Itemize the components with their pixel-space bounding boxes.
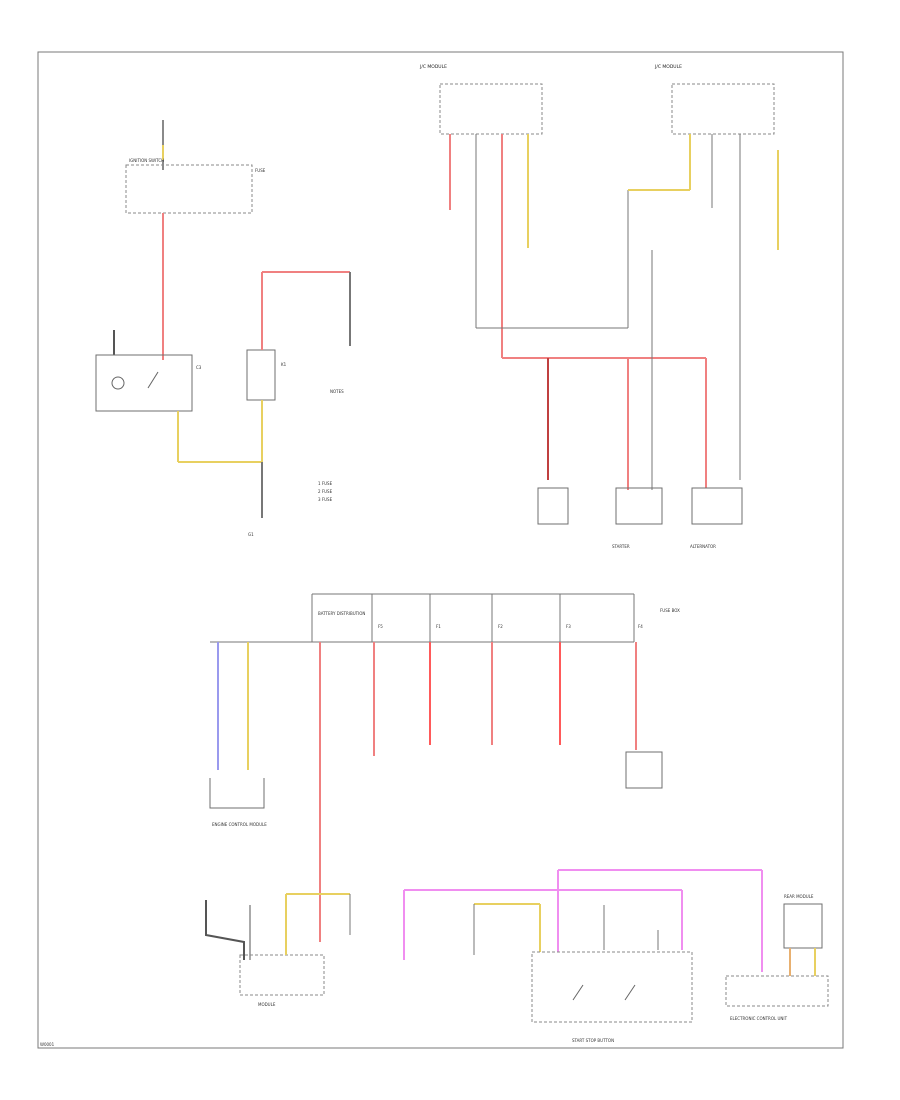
label-jcm-1: J/C MODULE (419, 64, 447, 70)
battery-distribution: BATTERY DISTRIBUTION FUSE BOX F1 F2 F3 F… (209, 593, 680, 942)
label-fuse-f2: F2 (498, 624, 503, 629)
label-start-stop-button: START STOP BUTTON (572, 1038, 614, 1043)
engine-control-module-box (209, 778, 265, 809)
label-engine-control-module: ENGINE CONTROL MODULE (212, 822, 267, 827)
wire-dark (205, 900, 245, 960)
label-ignition-switch: IGNITION SWITCH (129, 158, 164, 163)
label-fuse-box: FUSE BOX (660, 608, 680, 613)
label-fuse-ignition: FUSE (255, 168, 266, 173)
label-fuse-f3: F3 (566, 624, 571, 629)
switch-symbol (147, 371, 159, 389)
switch-symbol (624, 984, 636, 1001)
lower-module-box (239, 954, 325, 996)
rear-module-box (783, 903, 823, 949)
label-note-2: 2 FUSE (318, 489, 333, 494)
lamp-symbol (111, 376, 125, 390)
label-connector-c3: C3 (196, 365, 202, 370)
label-lower-module: MODULE (258, 1002, 276, 1007)
alternator-box (691, 487, 743, 525)
label-ground-g1: G1 (248, 532, 254, 537)
label-fuse-f4: F4 (638, 624, 643, 629)
label-starter: STARTER (612, 544, 630, 549)
label-electronic-control-unit: ELECTRONIC CONTROL UNIT (730, 1016, 788, 1021)
label-notes-title: NOTES (330, 389, 344, 394)
label-bottom-code: W0001 (40, 1042, 55, 1047)
label-rear-module: REAR MODULE (784, 894, 814, 899)
jcm-2-box (671, 83, 775, 135)
label-jcm-2: J/C MODULE (654, 64, 682, 70)
label-alternator: ALTERNATOR (690, 544, 716, 549)
relay-k1 (246, 349, 276, 401)
module-box-b (625, 751, 663, 789)
switch-symbol (572, 984, 584, 1001)
fuse-box-ignition (125, 164, 253, 214)
label-battery-box: BATTERY DISTRIBUTION (318, 611, 365, 616)
label-relay-k1: K1 (281, 362, 287, 367)
label-note-1: 1 FUSE (318, 481, 333, 486)
start-stop-button-box[interactable] (531, 951, 693, 1023)
electronic-control-unit-box (725, 975, 829, 1007)
top-left-circuit: IGNITION SWITCH FUSE C3 K1 G1 NOTES 1 FU… (95, 120, 351, 537)
top-right-circuit: J/C MODULE J/C MODULE STARTER ALTERNATOR (419, 64, 779, 549)
bottom-circuit: MODULE START STOP BUTTON ELECTRONIC CONT… (40, 869, 829, 1047)
diagram-border (37, 51, 844, 1049)
label-note-3: 3 FUSE (318, 497, 333, 502)
label-fuse-f5: F5 (378, 624, 383, 629)
ignition-switch-box (95, 354, 193, 412)
starter-box (615, 487, 663, 525)
label-fuse-f1: F1 (436, 624, 441, 629)
jcm-1-box (439, 83, 543, 135)
module-box-a (537, 487, 569, 525)
